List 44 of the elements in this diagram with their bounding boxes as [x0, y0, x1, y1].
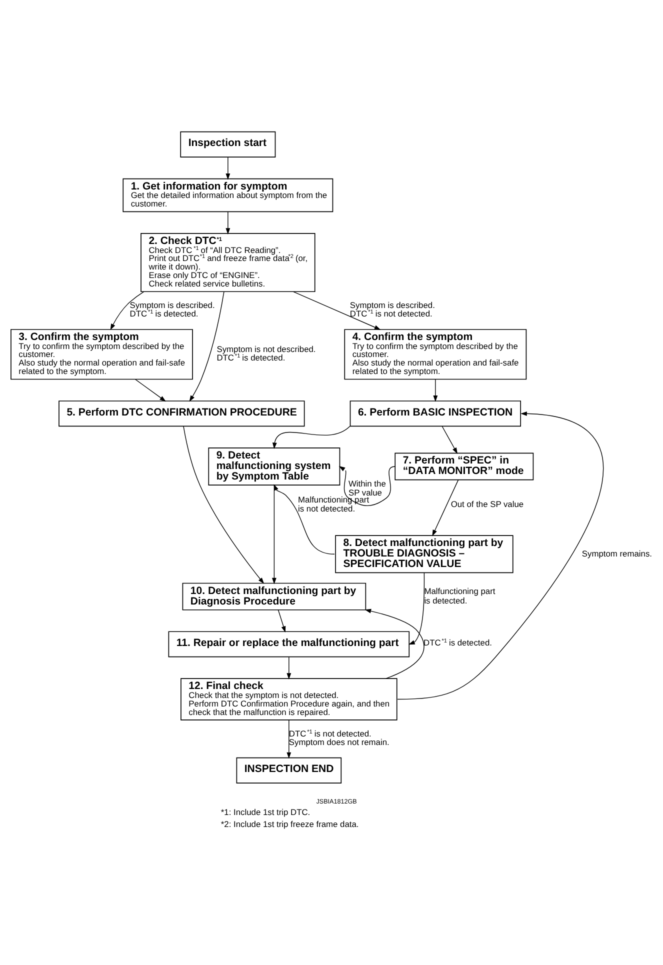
edge-label: Symptom remains. — [582, 548, 652, 558]
node-box: 5. Perform DTC CONFIRMATION PROCEDURE — [58, 400, 305, 426]
arrow — [292, 290, 381, 330]
arrow — [272, 425, 350, 448]
edge-label: Malfunctioning part is detected. — [424, 586, 496, 605]
node-box: 11. Repair or replace the malfunctioning part — [168, 630, 410, 657]
edge-label: DTC$^{*1}$ is detected. — [424, 637, 492, 648]
arrow — [364, 608, 424, 678]
arrow — [286, 656, 292, 679]
arrow — [433, 378, 438, 402]
arrow — [442, 425, 458, 454]
node-box: 3. Confirm the symptom Try to confirm the symptom described by the customer. Also study the normal operation and fail-safe related to the symptom. — [10, 328, 193, 380]
node-box: 9. Detect malfunctioning system by Symptom Table — [208, 447, 340, 486]
arrow — [110, 290, 144, 330]
arrow — [397, 410, 604, 700]
edge-label: Out of the SP value — [450, 498, 524, 508]
arrow — [272, 484, 276, 584]
label: *2: Include 1st trip freeze frame data. — [220, 818, 359, 828]
arrow — [134, 378, 166, 402]
arrow — [226, 156, 230, 180]
arrow — [226, 211, 230, 234]
node-box: 2. Check DTC$^{*1}$ Check DTC$^{*1}$ of “All DTC Reading”. Print out DTC$^{*1}$ and freeze frame data$^{*2}$ (or, write it down). Erase only DTC of “ENGINE”. Check related service bulletins. — [140, 232, 316, 292]
edge-label: Within the SP value — [348, 478, 386, 498]
edge-label: Symptom is described. DTC$^{*1}$ is detected. — [130, 300, 215, 318]
node-box: 12. Final check Check that the symptom is not detected. Perform DTC Confirmation Procedure again, and then check that the malfunction is repaired. — [180, 678, 398, 720]
edge-label: Symptom is described. DTC$^{*1}$ is not detected. — [350, 300, 435, 318]
node-box: INSPECTION END — [236, 756, 342, 783]
arrow — [432, 479, 459, 536]
arrow — [183, 425, 264, 584]
edge-label: Symptom is not described. DTC$^{*1}$ is detected. — [216, 343, 316, 362]
label: *1: Include 1st trip DTC. — [220, 806, 310, 816]
node-box: 1. Get information for symptom Get the detailed information about symptom from the customer. — [122, 178, 334, 212]
arrow — [408, 572, 425, 644]
arrow — [189, 290, 224, 402]
arrow — [338, 465, 396, 506]
edge-label: DTC$^{*1}$ is not detected. Symptom does not remain. — [288, 728, 390, 746]
node-box: 6. Perform BASIC INSPECTION — [350, 400, 521, 426]
node-box: Inspection start — [180, 130, 276, 157]
arrow — [286, 719, 292, 758]
node-box: 10. Detect malfunctioning part by Diagnosis Procedure — [182, 582, 366, 610]
node-box: 4. Confirm the symptom Try to confirm the symptom described by the customer. Also study the normal operation and fail-safe related to the symptom. — [344, 328, 527, 380]
node-box: 7. Perform “SPEC” in “DATA MONITOR” mode — [394, 452, 534, 480]
arrow — [278, 609, 286, 632]
node-box: 8. Detect malfunctioning part by TROUBLE DIAGNOSIS – SPECIFICATION VALUE — [335, 534, 514, 573]
